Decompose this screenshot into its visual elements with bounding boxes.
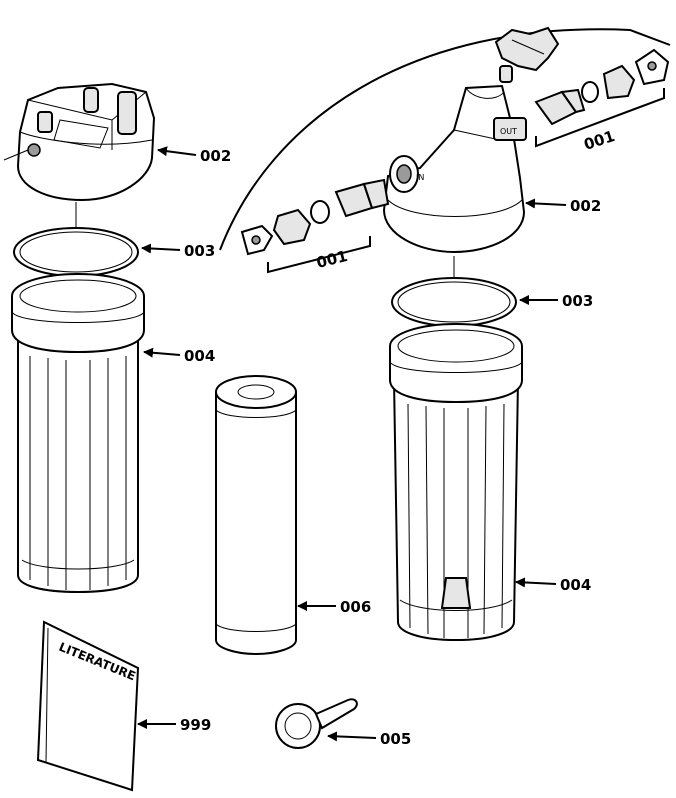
left-fittings-bracket [267,236,371,274]
right-oring-label: 003 [562,292,593,310]
right-cap-leader [525,198,567,209]
left-housing-label: 004 [184,347,215,365]
cartridge-label: 006 [340,598,371,616]
assembly-arc [219,28,671,251]
left-cap-002 [3,82,156,202]
wrench-leader [327,731,377,742]
right-fittings-001 [534,48,670,126]
left-housing-leader [143,347,181,358]
left-oring-label: 003 [184,242,215,260]
cap-out-mark: OUT [500,127,517,136]
right-cap-label: 002 [570,197,601,215]
right-fittings-bracket [535,88,665,148]
cartridge-006 [215,375,297,656]
right-cap-002: OUT IN [382,84,527,254]
left-fittings-label: 001 [315,247,350,272]
left-oring-003 [13,227,139,277]
literature-999: LITERATURE [36,620,140,792]
left-oring-leader [141,243,181,254]
left-cap-label: 002 [200,147,231,165]
left-fittings-001 [240,178,390,256]
wrench-005 [275,698,358,749]
cap-in-mark: IN [416,173,424,182]
right-fittings-label: 001 [582,127,617,154]
right-housing-004 [389,323,523,642]
right-housing-label: 004 [560,576,591,594]
right-housing-leader [515,577,557,588]
literature-label: 999 [180,716,211,734]
wrench-label: 005 [380,730,411,748]
left-cap-leader [157,146,197,157]
right-oring-003 [391,277,517,327]
vent-knob [494,26,560,83]
left-housing-004 [11,273,145,594]
